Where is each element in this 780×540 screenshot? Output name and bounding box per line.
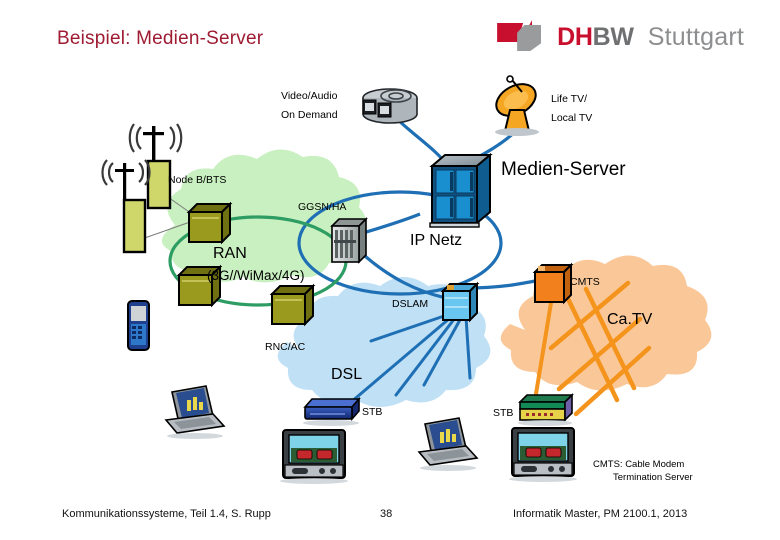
footer-course: Kommunikationssysteme, Teil 1.4, S. Rupp: [62, 508, 271, 520]
ip-netz-ellipse: [297, 190, 503, 296]
label-rnc-ac: RNC/AC: [265, 341, 306, 353]
logo-city-text: Stuttgart: [647, 22, 744, 51]
label-medien-server: Medien-Server: [501, 159, 626, 180]
label-node-b-bts: Node B/BTS: [168, 174, 227, 186]
base-station-2-icon: [101, 159, 151, 254]
laptop-right-icon: [417, 417, 479, 471]
footer-program: Informatik Master, PM 2100.1, 2013: [513, 508, 688, 520]
footer-page-number: 38: [380, 508, 393, 520]
medien-server-icon: [429, 152, 493, 228]
label-life-tv: Life TV/: [551, 93, 587, 105]
dslam-icon: [440, 281, 480, 323]
label-ran: RAN: [213, 245, 247, 262]
label-video-audio: Video/Audio: [281, 90, 338, 102]
rnc-ac-router-icon: [269, 283, 316, 327]
label-stb-catv: STB: [493, 407, 514, 419]
ggsn-ha-icon: [330, 217, 368, 264]
satellite-dish-icon: [495, 75, 539, 136]
label-ip-netz: IP Netz: [410, 232, 463, 249]
label-catv: Ca.TV: [607, 311, 653, 328]
tv-catv-icon: [509, 427, 577, 482]
legend-cmts-line2: Termination Server: [613, 472, 693, 483]
base-station-1-icon: [128, 123, 183, 210]
logo-bw-text: BW: [592, 22, 634, 51]
dsl-cloud: [277, 277, 491, 407]
dhbw-logo-mark-icon: [497, 20, 543, 54]
label-local-tv: Local TV: [551, 112, 593, 124]
label-ran-tech: (3G//WiMax/4G): [207, 268, 305, 283]
dsl-access-lines: [342, 313, 472, 410]
label-dslam: DSLAM: [392, 298, 429, 310]
dhbw-wordmark: DHBW: [557, 23, 634, 52]
label-dsl: DSL: [331, 366, 363, 383]
catv-access-line: [533, 301, 553, 402]
catv-cloud: [500, 255, 712, 417]
label-cmts: CMTS: [570, 276, 600, 288]
ran-router-1-icon: [186, 201, 233, 245]
label-ggsn-ha: GGSN/HA: [298, 201, 347, 213]
legend-cmts-line1: CMTS: Cable Modem: [593, 459, 685, 470]
logo-dh-text: DH: [557, 22, 593, 51]
label-on-demand: On Demand: [281, 109, 338, 121]
page-title: Beispiel: Medien-Server: [57, 28, 264, 49]
cmts-icon: [532, 262, 574, 305]
video-on-demand-storage-icon: [362, 88, 418, 124]
laptop-left-icon: [164, 385, 226, 439]
ran-router-2-icon: [176, 264, 223, 308]
stb-dsl-icon: [303, 396, 361, 426]
mobile-phone-icon: [127, 300, 150, 351]
stb-catv-icon: [518, 393, 574, 426]
tv-dsl-icon: [280, 429, 348, 484]
label-stb-dsl: STB: [362, 406, 383, 418]
dhbw-logo: DHBW Stuttgart: [497, 20, 744, 54]
